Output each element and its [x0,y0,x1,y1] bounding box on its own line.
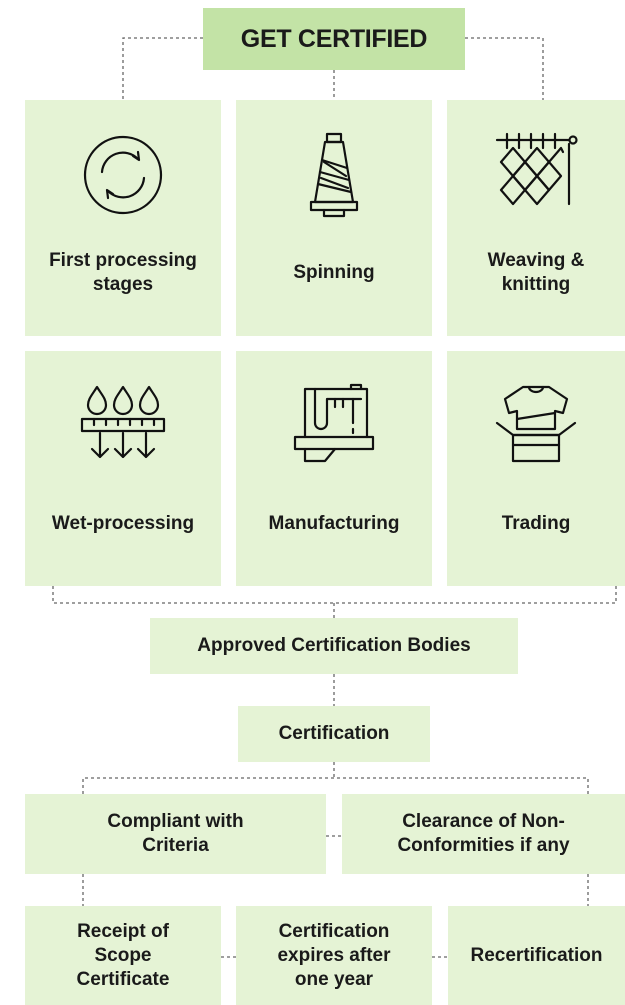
sewing-machine-icon [236,383,432,469]
compliant-box: Compliant with Criteria [25,794,326,874]
stage-first-processing: First processing stages [25,100,221,336]
stage-spinning: Spinning [236,100,432,336]
water-drops-icon [25,383,221,469]
stage-wet-processing: Wet-processing [25,351,221,586]
approved-bodies-label: Approved Certification Bodies [197,635,471,656]
stage-label: Wet-processing [51,513,195,534]
certification-label: Certification [278,723,390,744]
yarn-cone-icon [236,132,432,218]
stage-label: First processing stages [49,250,197,295]
stage-weaving-knitting: Weaving & knitting [447,100,625,336]
expires-label: Certification expires after one year [277,920,391,990]
stage-manufacturing: Manufacturing [236,351,432,586]
header-title: GET CERTIFIED [240,24,428,53]
receipt-box: Receipt of Scope Certificate [25,906,221,1005]
expires-box: Certification expires after one year [236,906,432,1005]
cycle-arrows-icon [25,132,221,218]
compliant-label: Compliant with Criteria [107,811,244,856]
knitting-net-icon [447,132,625,218]
recertification-label: Recertification [470,944,603,966]
recertification-box: Recertification [448,906,625,1005]
clearance-box: Clearance of Non-Conformities if any [342,794,625,874]
stage-trading: Trading [447,351,625,586]
stage-label: Trading [501,513,571,534]
clearance-label: Clearance of Non-Conformities if any [397,811,570,856]
stage-label: Weaving & knitting [487,250,585,295]
certification-box: Certification [238,706,430,762]
stage-label: Manufacturing [268,513,400,534]
tshirt-box-icon [447,383,625,469]
receipt-label: Receipt of Scope Certificate [76,920,170,990]
stage-label: Spinning [293,262,375,283]
get-certified-header: GET CERTIFIED [203,8,465,70]
approved-bodies-box: Approved Certification Bodies [150,618,518,674]
